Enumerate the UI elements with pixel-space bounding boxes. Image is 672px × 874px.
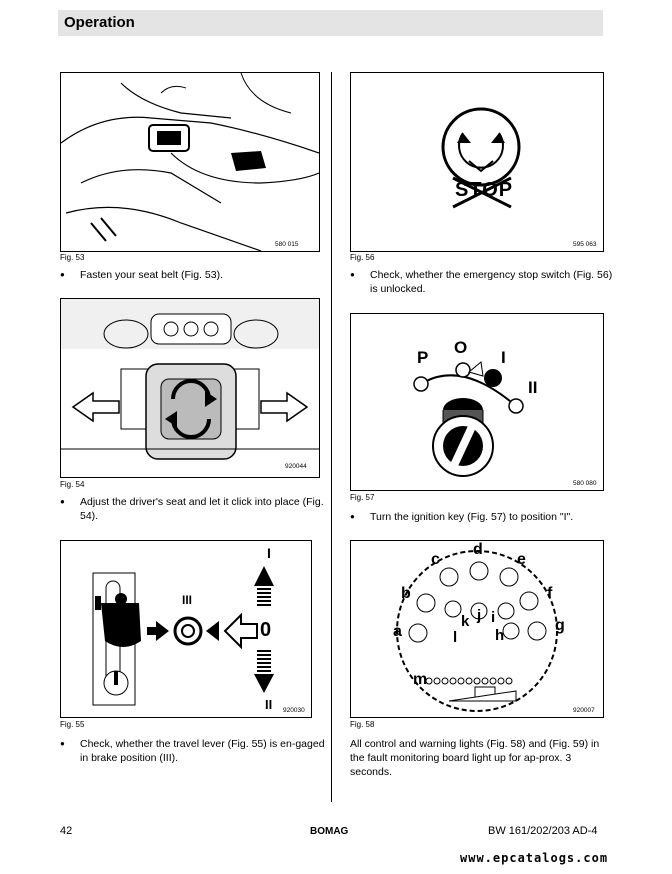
ignition-key-illustration: [413, 361, 524, 477]
instruction-ignition: Turn the ignition key (Fig. 57) to posit…: [350, 510, 620, 524]
lever-position-iii: III: [182, 593, 193, 607]
figure-53-seat-belt: 580 015: [60, 72, 320, 252]
figure-caption: Fig. 55: [60, 720, 85, 729]
light-label-i: i: [491, 609, 496, 626]
light-label-j: j: [477, 607, 482, 624]
light-label-g: g: [555, 617, 565, 634]
light-label-a: a: [393, 623, 402, 640]
instruction-travel-lever: Check, whether the travel lever (Fig. 55…: [60, 737, 335, 765]
light-label-c: c: [431, 551, 440, 568]
light-label-f: f: [547, 585, 553, 602]
lever-position-0: 0: [260, 619, 272, 641]
figure-58-warning-lights: a b c d e f g h i j k l m 920007: [350, 540, 604, 718]
travel-lever-illustration: [92, 566, 274, 706]
light-label-l: l: [453, 629, 458, 646]
key-position-ii: II: [528, 378, 538, 397]
light-label-b: b: [401, 585, 411, 602]
header-bar: Operation: [58, 10, 603, 36]
driver-seat-illustration: [61, 299, 319, 460]
figure-caption: Fig. 57: [350, 493, 375, 502]
brand-name: BOMAG: [310, 826, 349, 837]
figure-code: 580 080: [573, 480, 597, 487]
key-position-i: I: [501, 348, 506, 367]
figure-code: 580 015: [275, 241, 299, 248]
seat-belt-illustration: [61, 73, 319, 251]
watermark: www.epcatalogs.com: [460, 851, 609, 865]
figure-caption: Fig. 53: [60, 253, 85, 262]
page-title: Operation: [64, 14, 135, 31]
figure-caption: Fig. 56: [350, 253, 375, 262]
warning-lights-paragraph: All control and warning lights (Fig. 58)…: [350, 738, 600, 778]
light-label-h: h: [495, 627, 505, 644]
figure-caption: Fig. 54: [60, 480, 85, 489]
key-position-p: P: [417, 348, 429, 367]
figure-code: 595 063: [573, 241, 597, 248]
stop-label: STOP: [455, 179, 514, 201]
instruction-emergency-stop: Check, whether the emergency stop switch…: [350, 268, 620, 296]
lever-position-ii: II: [265, 697, 273, 712]
figure-caption: Fig. 58: [350, 720, 375, 729]
light-label-k: k: [461, 613, 470, 630]
figure-54-seat-adjust: 920044: [60, 298, 320, 478]
figure-55-travel-lever: I III 0 II 920030: [60, 540, 312, 718]
column-divider: [331, 72, 332, 802]
key-position-o: O: [454, 338, 468, 357]
figure-code: 920007: [573, 707, 595, 714]
instruction-seat-belt: Fasten your seat belt (Fig. 53).: [60, 268, 335, 282]
page-number: 42: [60, 825, 73, 837]
light-label-m: m: [413, 671, 428, 688]
light-label-e: e: [517, 551, 526, 568]
lever-position-i: I: [267, 545, 271, 561]
figure-56-emergency-stop: STOP 595 063: [350, 72, 604, 252]
light-label-d: d: [473, 541, 483, 558]
instruction-seat-adjust: Adjust the driver's seat and let it clic…: [60, 495, 325, 523]
figure-code: 920030: [283, 707, 305, 714]
figure-57-ignition-key: P O I II 580 080: [350, 313, 604, 491]
emergency-stop-illustration: [441, 107, 521, 209]
fault-monitoring-board-illustration: [396, 550, 558, 712]
model-number: BW 161/202/203 AD-4: [488, 825, 598, 837]
figure-code: 920044: [285, 463, 307, 470]
